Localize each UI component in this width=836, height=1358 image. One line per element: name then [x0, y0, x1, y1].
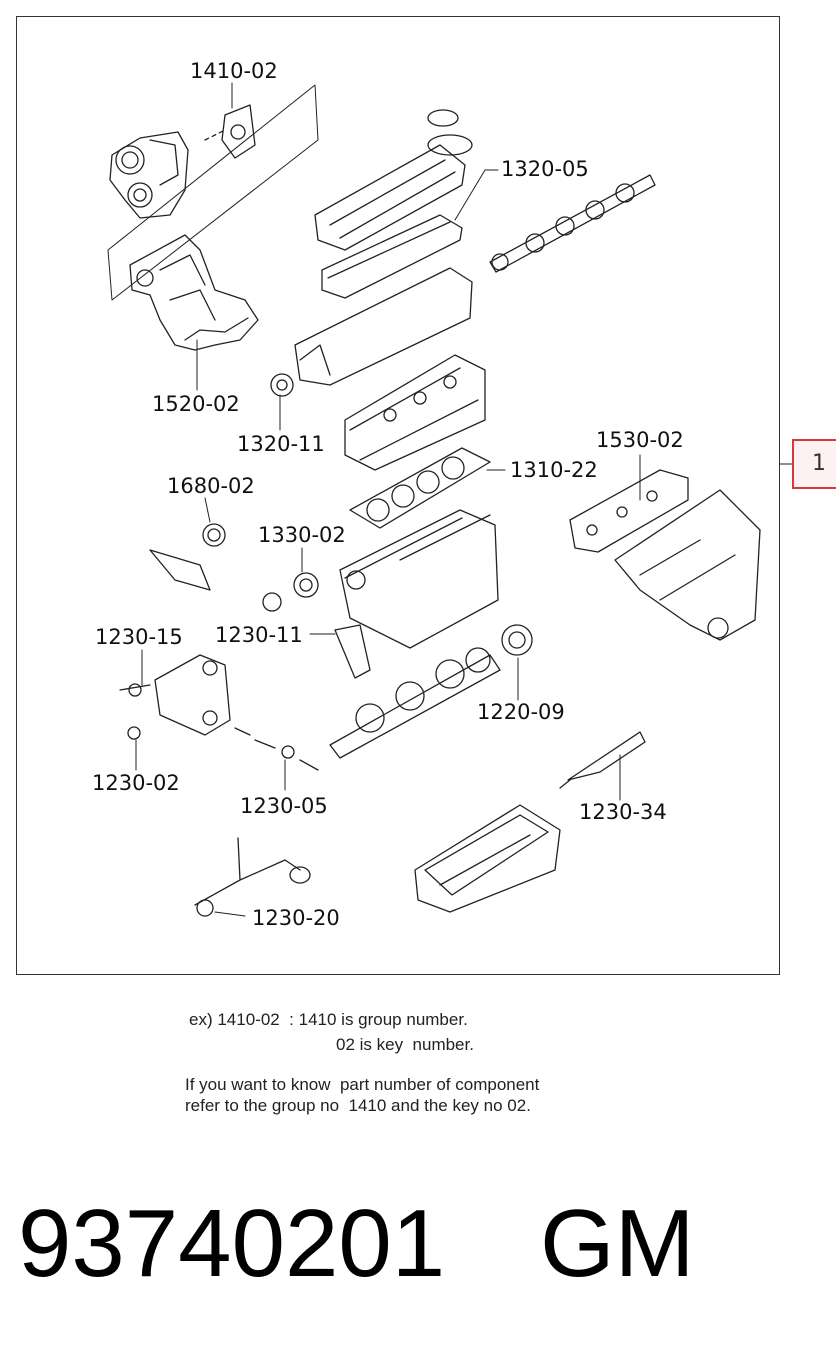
part-label-1220-09: 1220-09	[477, 700, 565, 724]
diagram-frame	[16, 16, 780, 975]
part-label-1310-22: 1310-22	[510, 458, 598, 482]
part-label-1230-20: 1230-20	[252, 906, 340, 930]
part-label-1320-05: 1320-05	[501, 157, 589, 181]
valve-cover-part	[314, 109, 473, 299]
rear-seal-part	[149, 523, 371, 679]
brand-name: GM	[540, 1190, 695, 1297]
part-number: 93740201	[18, 1190, 446, 1297]
note-instruction-line-2: refer to the group no 1410 and the key n…	[185, 1096, 531, 1115]
exhaust-manifold-part	[569, 469, 761, 641]
callout-marker[interactable]	[792, 439, 836, 489]
oil-pickup-part	[194, 837, 311, 917]
leader-lines	[135, 82, 796, 917]
part-label-1230-02: 1230-02	[92, 771, 180, 795]
oil-pump-part	[119, 654, 319, 771]
crankshaft-part	[329, 624, 533, 759]
part-label-1330-02: 1330-02	[258, 523, 346, 547]
intake-manifold-part	[129, 234, 259, 351]
cam-housing-part	[270, 267, 473, 397]
engine-block-part	[339, 509, 499, 649]
part-label-1230-34: 1230-34	[579, 800, 667, 824]
note-key-line: 02 is key number.	[336, 1035, 474, 1054]
part-label-1530-02: 1530-02	[596, 428, 684, 452]
callout-number: 1	[812, 451, 826, 476]
part-label-1680-02: 1680-02	[167, 474, 255, 498]
cylinder-head-part	[344, 354, 486, 471]
sealant-tube-part	[559, 731, 646, 789]
note-instruction-line-1: If you want to know part number of compo…	[185, 1075, 540, 1094]
note-example-line: ex) 1410-02 : 1410 is group number.	[189, 1010, 468, 1029]
part-label-1230-15: 1230-15	[95, 625, 183, 649]
part-label-1320-11: 1320-11	[237, 432, 325, 456]
head-gasket-part	[349, 447, 491, 529]
part-label-1230-11: 1230-11	[215, 623, 303, 647]
part-label-1520-02: 1520-02	[152, 392, 240, 416]
part-label-1230-05: 1230-05	[240, 794, 328, 818]
oil-pan-part	[414, 804, 561, 913]
camshaft-part	[489, 174, 656, 273]
part-label-1410-02: 1410-02	[190, 59, 278, 83]
throttle-body-part	[107, 84, 319, 301]
